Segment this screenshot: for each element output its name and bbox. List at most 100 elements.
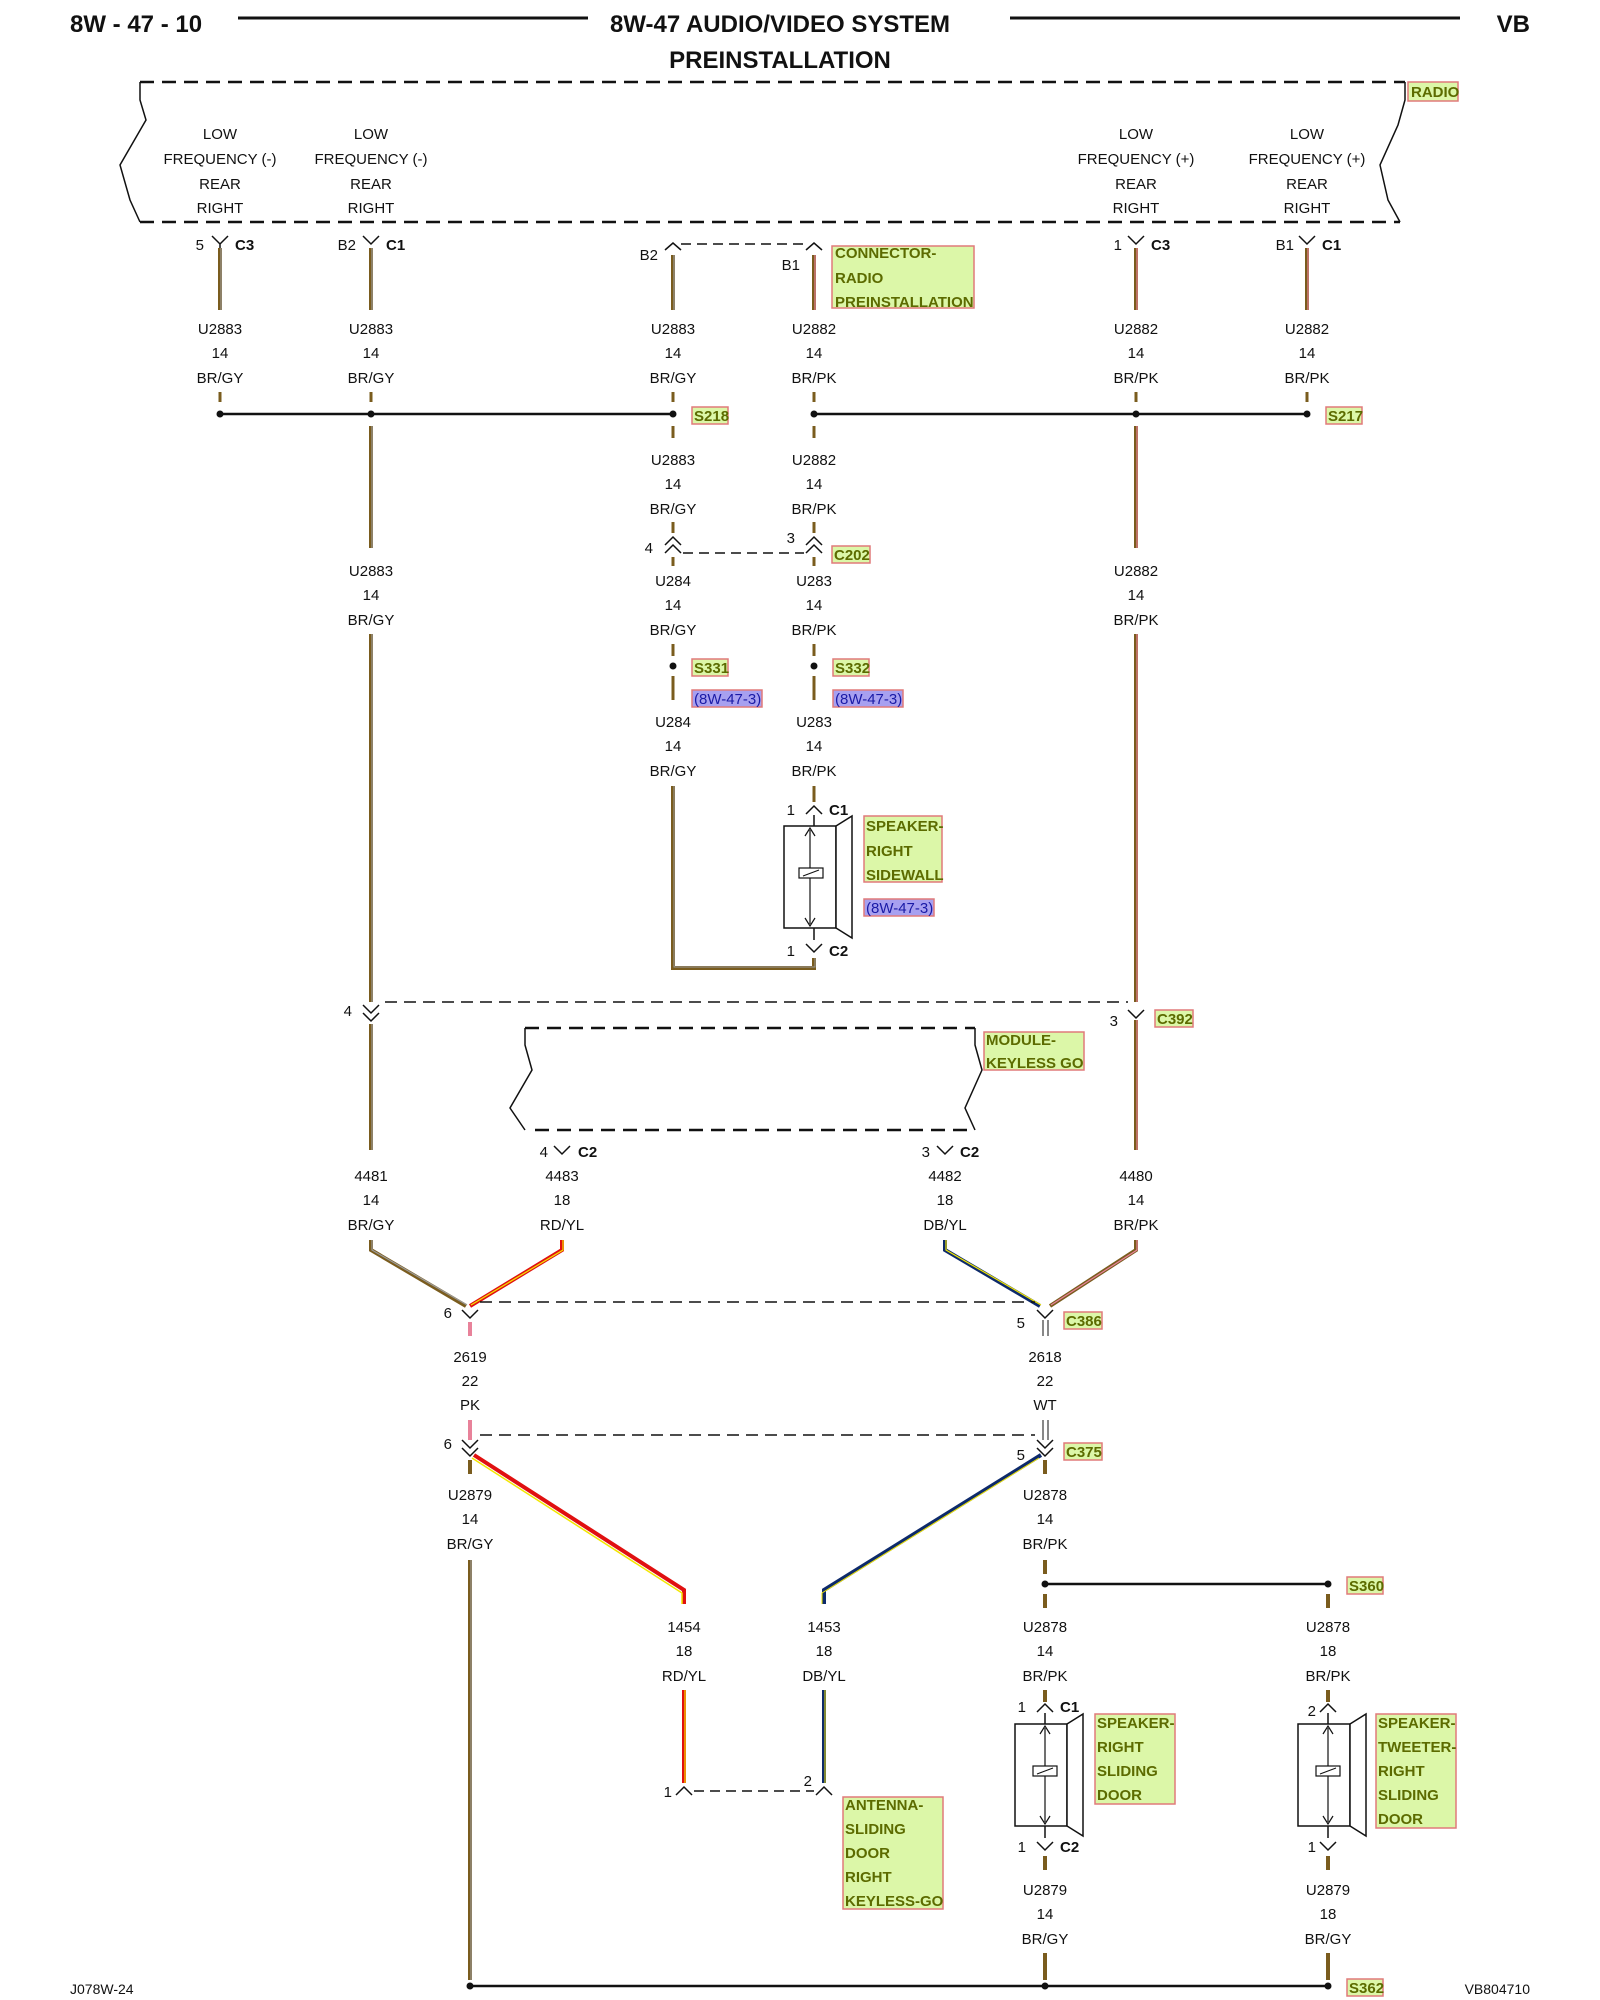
svg-text:U2878: U2878 — [1023, 1619, 1067, 1636]
svg-text:REAR: REAR — [350, 176, 392, 193]
svg-text:SLIDING: SLIDING — [1378, 1787, 1439, 1804]
xref-s331: (8W-47-3) — [694, 691, 761, 708]
svg-text:U2882: U2882 — [792, 321, 836, 338]
svg-text:14: 14 — [1128, 587, 1145, 604]
antenna-wire-labels: 1454 18 RD/YL 1453 18 DB/YL — [662, 1619, 846, 1783]
svg-text:5: 5 — [1017, 1315, 1025, 1332]
svg-text:B2: B2 — [640, 247, 658, 264]
svg-text:1: 1 — [1018, 1839, 1026, 1856]
svg-text:BR/PK: BR/PK — [1113, 370, 1158, 387]
antenna-feed-wires — [471, 1453, 1043, 1604]
svg-text:1: 1 — [664, 1784, 672, 1801]
cavity-label: 1 — [1114, 237, 1122, 254]
svg-text:BR/PK: BR/PK — [791, 370, 836, 387]
splice-s218-bus: S218 — [216, 406, 729, 425]
svg-text:RIGHT: RIGHT — [845, 1869, 892, 1886]
svg-text:14: 14 — [665, 738, 682, 755]
svg-text:FREQUENCY (-): FREQUENCY (-) — [163, 151, 276, 168]
svg-text:LOW: LOW — [1119, 126, 1154, 143]
svg-text:4: 4 — [344, 1003, 352, 1020]
splice-s362: S362 — [466, 1978, 1384, 1997]
svg-text:BR/GY: BR/GY — [197, 370, 244, 387]
svg-text:6: 6 — [444, 1305, 452, 1322]
radio-pin-1: LOW FREQUENCY (-) REAR RIGHT — [163, 126, 276, 217]
svg-text:SIDEWALL: SIDEWALL — [866, 867, 944, 884]
svg-text:4483: 4483 — [545, 1168, 578, 1185]
svg-text:4: 4 — [540, 1144, 548, 1161]
svg-text:14: 14 — [1037, 1511, 1054, 1528]
svg-text:U284: U284 — [655, 573, 691, 590]
svg-text:DOOR: DOOR — [1378, 1811, 1423, 1828]
svg-text:FREQUENCY (+): FREQUENCY (+) — [1249, 151, 1366, 168]
svg-text:18: 18 — [554, 1192, 571, 1209]
svg-text:14: 14 — [1128, 345, 1145, 362]
door-wire-labels: U2878 14 BR/PK U2878 18 BR/PK — [1022, 1594, 1351, 1702]
svg-text:14: 14 — [363, 1192, 380, 1209]
connector-label: C3 — [235, 237, 254, 254]
svg-text:U283: U283 — [796, 714, 832, 731]
svg-text:REAR: REAR — [1286, 176, 1328, 193]
page-title: 8W-47 AUDIO/VIDEO SYSTEM — [610, 11, 950, 38]
radio-component: RADIO — [119, 80, 1460, 224]
svg-text:22: 22 — [1037, 1373, 1054, 1390]
long-right-wire: U2882 14 BR/PK — [1113, 426, 1159, 1002]
svg-text:PK: PK — [460, 1397, 480, 1414]
svg-text:RIGHT: RIGHT — [1097, 1739, 1144, 1756]
svg-text:2: 2 — [804, 1773, 812, 1790]
svg-text:SPEAKER-: SPEAKER- — [866, 818, 944, 835]
connector-label: C1 — [1322, 237, 1341, 254]
svg-text:KEYLESS-GO: KEYLESS-GO — [845, 1893, 944, 1910]
preinstall-label-1: CONNECTOR- — [835, 245, 936, 262]
svg-text:DB/YL: DB/YL — [923, 1217, 966, 1234]
splice-s360-label: S360 — [1349, 1578, 1384, 1595]
footer-left: J078W-24 — [70, 1981, 134, 1997]
speaker-right-sidewall: 1 C1 1 C2 SPEAKER- RIGHT SIDEWALL (8W-47… — [783, 786, 944, 960]
svg-text:FREQUENCY (+): FREQUENCY (+) — [1078, 151, 1195, 168]
svg-text:ANTENNA-: ANTENNA- — [845, 1797, 923, 1814]
connector-label: C1 — [386, 237, 405, 254]
svg-text:14: 14 — [806, 476, 823, 493]
svg-text:U2878: U2878 — [1306, 1619, 1350, 1636]
svg-text:U2879: U2879 — [1306, 1882, 1350, 1899]
svg-text:(8W-47-3): (8W-47-3) — [866, 900, 933, 917]
svg-text:U2882: U2882 — [1285, 321, 1329, 338]
svg-text:BR/GY: BR/GY — [1305, 1931, 1352, 1948]
svg-text:FREQUENCY (-): FREQUENCY (-) — [314, 151, 427, 168]
svg-text:BR/GY: BR/GY — [348, 370, 395, 387]
c202-label: C202 — [834, 547, 870, 564]
svg-text:U2882: U2882 — [1114, 563, 1158, 580]
svg-text:BR/GY: BR/GY — [348, 1217, 395, 1234]
preinstall-label-3: PREINSTALLATION — [835, 294, 974, 311]
svg-text:6: 6 — [444, 1436, 452, 1453]
svg-text:U283: U283 — [796, 573, 832, 590]
c386-wire-labels: 2619 22 PK 2618 22 WT — [453, 1349, 1062, 1440]
svg-text:1454: 1454 — [667, 1619, 700, 1636]
antenna-sliding-door: 1 2 ANTENNA- SLIDING DOOR RIGHT KEYLESS-… — [664, 1773, 944, 1910]
svg-text:RIGHT: RIGHT — [1378, 1763, 1425, 1780]
splice-s360: S360 — [1041, 1576, 1384, 1608]
svg-text:4481: 4481 — [354, 1168, 387, 1185]
speaker-tweeter-right-sliding-door: 2 1 SPEAKER- TWEETER- RIGHT SLIDING DOOR — [1297, 1702, 1457, 1856]
splice-s217-label: S217 — [1328, 408, 1363, 425]
u284-return-tracer — [673, 786, 816, 968]
splice-s331-label: S331 — [694, 660, 729, 677]
svg-text:14: 14 — [1299, 345, 1316, 362]
svg-text:C1: C1 — [1060, 1699, 1079, 1716]
svg-text:DOOR: DOOR — [845, 1845, 890, 1862]
svg-text:SLIDING: SLIDING — [1097, 1763, 1158, 1780]
svg-text:REAR: REAR — [199, 176, 241, 193]
svg-text:LOW: LOW — [1290, 126, 1325, 143]
svg-text:U2878: U2878 — [1023, 1487, 1067, 1504]
page-id: 8W - 47 - 10 — [70, 11, 202, 38]
svg-text:1: 1 — [1308, 1839, 1316, 1856]
svg-text:BR/PK: BR/PK — [1022, 1668, 1067, 1685]
svg-text:C2: C2 — [578, 1144, 597, 1161]
xref-s332: (8W-47-3) — [835, 691, 902, 708]
svg-text:DB/YL: DB/YL — [802, 1668, 845, 1685]
connector-c386: 6 5 C386 — [444, 1301, 1103, 1336]
svg-text:RD/YL: RD/YL — [540, 1217, 584, 1234]
svg-text:14: 14 — [212, 345, 229, 362]
connector-label: C3 — [1151, 237, 1170, 254]
svg-text:SLIDING: SLIDING — [845, 1821, 906, 1838]
